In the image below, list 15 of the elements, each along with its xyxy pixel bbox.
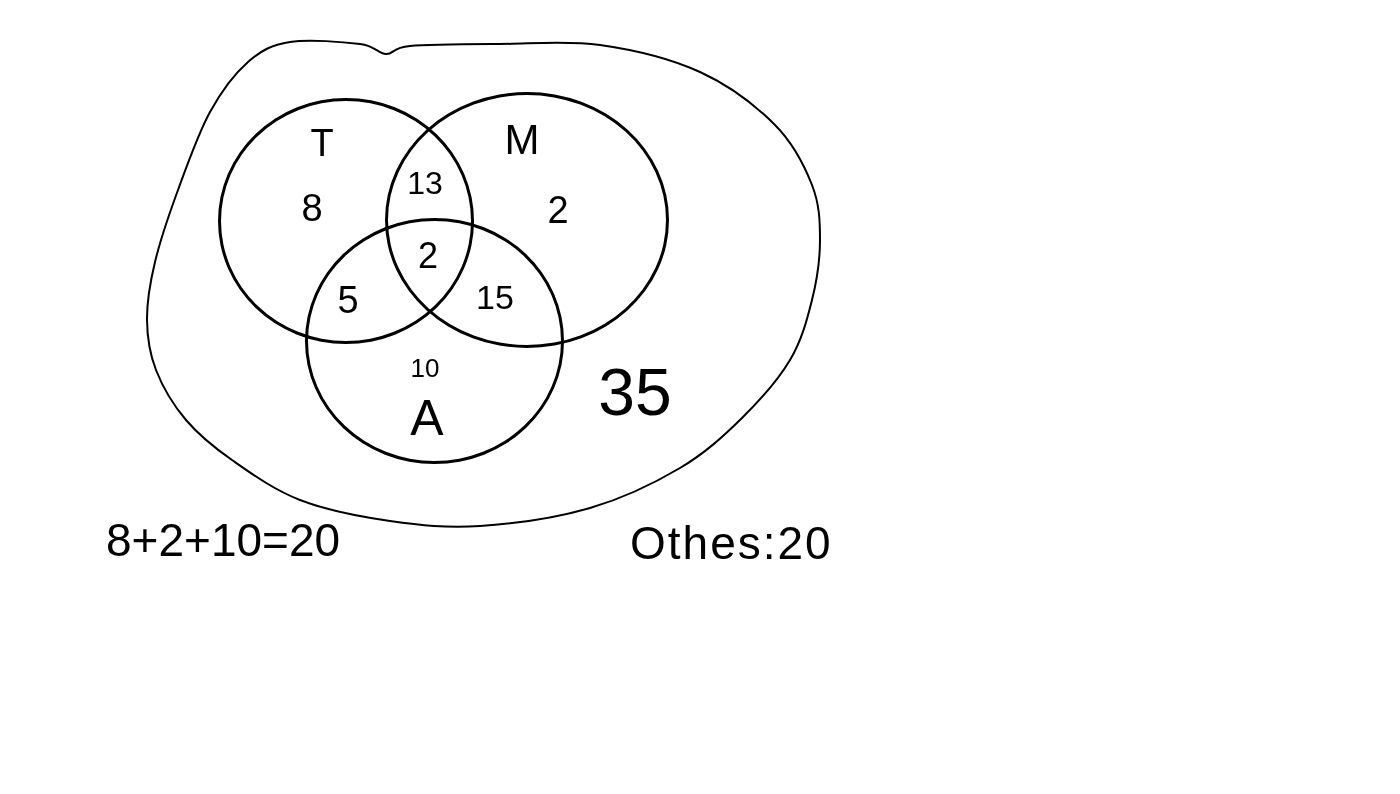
region-count: 5 [337,281,359,319]
region-count: 13 [407,167,443,199]
set-circle [218,98,474,344]
region-count: 2 [418,238,438,274]
set-name: M [504,119,540,161]
set-circle [385,92,669,348]
region-count: 15 [476,280,514,314]
region-count: 2 [547,191,569,229]
note-text: Othes:20 [630,520,833,566]
region-count: 35 [598,359,672,425]
region-count: 10 [410,355,440,381]
equation-text: 8+2+10=20 [106,517,341,563]
set-name: T [310,124,334,162]
set-name: A [410,393,444,443]
region-count: 8 [301,189,323,227]
